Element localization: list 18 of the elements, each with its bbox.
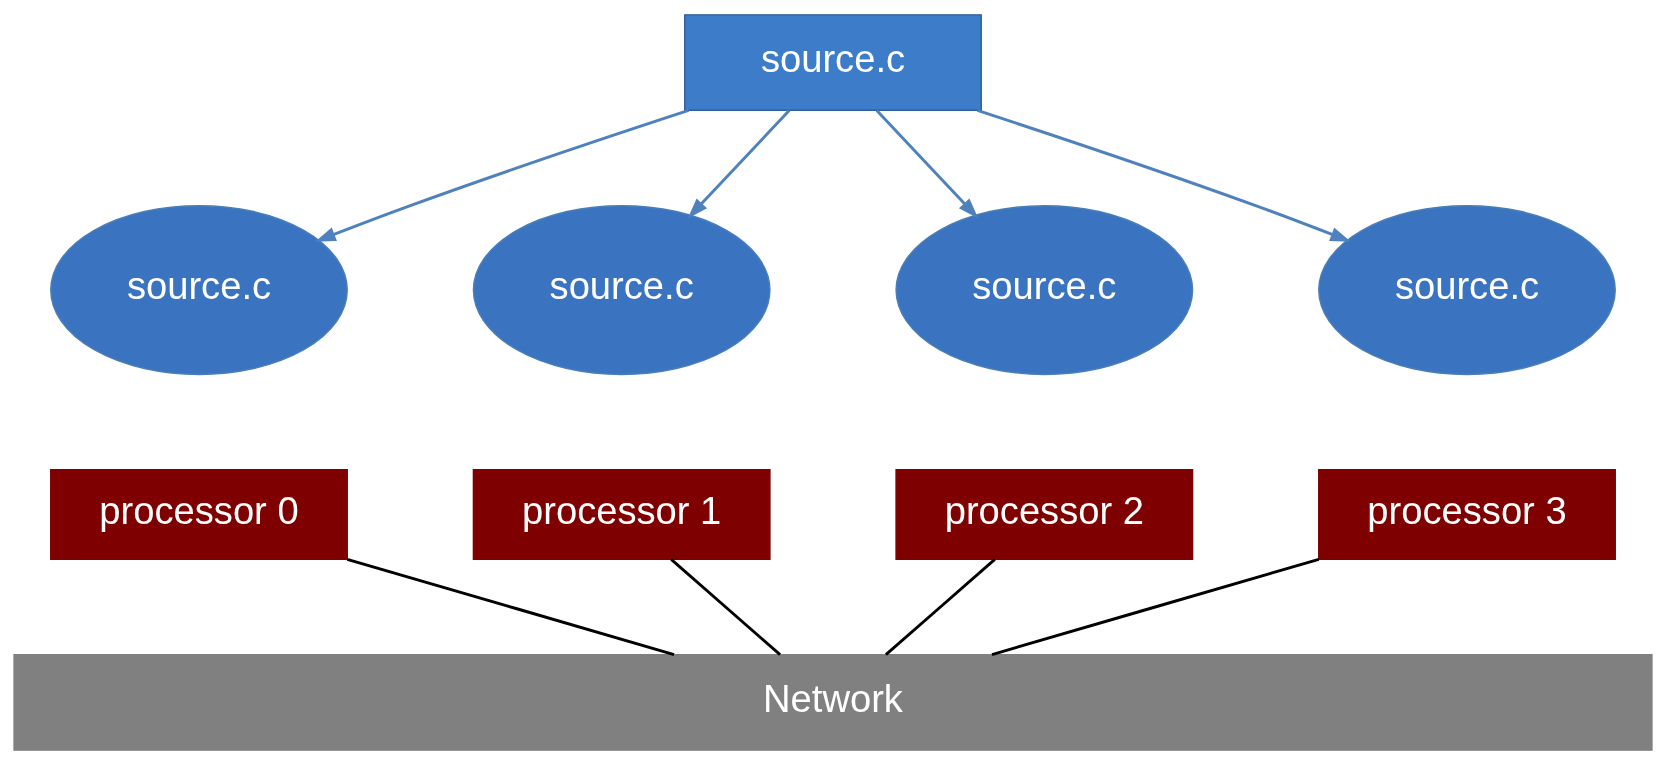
node-box: Network xyxy=(13,653,1653,751)
node-box: source.c xyxy=(684,13,982,111)
node-box: processor 3 xyxy=(1318,468,1616,560)
node-ellipse: source.c xyxy=(895,204,1194,375)
node-box: processor 0 xyxy=(50,468,348,560)
node-ellipse: source.c xyxy=(472,204,771,375)
arrow xyxy=(687,109,791,218)
node-ellipse: source.c xyxy=(50,204,348,375)
node-box: processor 1 xyxy=(472,468,771,560)
connector xyxy=(991,557,1320,656)
arrow xyxy=(875,109,979,218)
connector xyxy=(884,557,996,656)
connector xyxy=(670,557,782,656)
arrow xyxy=(315,108,690,242)
arrow xyxy=(976,108,1351,242)
node-box: processor 2 xyxy=(895,468,1194,560)
connector xyxy=(346,557,675,656)
node-ellipse: source.c xyxy=(1318,204,1616,375)
